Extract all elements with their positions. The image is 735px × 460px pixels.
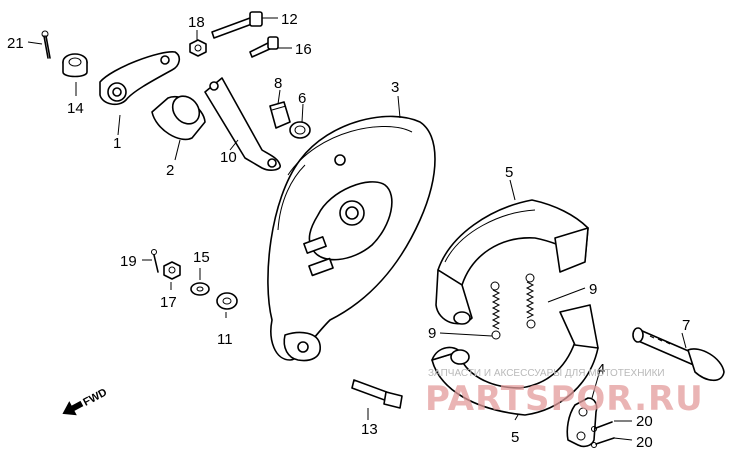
label-11: 11 — [217, 331, 233, 348]
label-20-upper: 20 — [636, 413, 653, 430]
label-18: 18 — [188, 14, 205, 31]
label-5-upper: 5 — [505, 164, 513, 181]
label-14: 14 — [67, 100, 84, 117]
label-3: 3 — [391, 79, 399, 96]
cotter-pin-21 — [41, 30, 51, 59]
part-number-labels: 1 2 3 4 5 5 6 7 8 9 9 10 11 12 13 14 15 … — [7, 11, 690, 451]
label-20-lower: 20 — [636, 434, 653, 451]
brake-link — [204, 77, 281, 171]
spring-left — [490, 281, 501, 340]
nut-17 — [163, 261, 181, 280]
seal-6 — [289, 121, 311, 139]
nut-11 — [216, 292, 238, 310]
forward-arrow-icon: FWD — [62, 386, 109, 416]
brake-shoe-lower — [431, 304, 599, 416]
label-7: 7 — [682, 317, 690, 334]
label-12: 12 — [281, 11, 298, 28]
anchor-plate — [566, 397, 598, 448]
brake-shoe-upper — [435, 199, 589, 325]
label-16: 16 — [295, 41, 312, 58]
label-2: 2 — [166, 162, 174, 179]
nut-18 — [189, 39, 207, 57]
label-1: 1 — [113, 135, 121, 152]
label-9-left: 9 — [428, 325, 436, 342]
label-4: 4 — [597, 361, 605, 378]
label-17: 17 — [160, 294, 177, 311]
leader-lines — [27, 17, 687, 441]
brake-cam — [632, 327, 725, 382]
spring-right — [525, 273, 536, 329]
label-13: 13 — [361, 421, 378, 438]
label-19: 19 — [120, 253, 137, 270]
bolt-16 — [249, 36, 279, 58]
bolt-13 — [351, 379, 403, 409]
label-15: 15 — [193, 249, 210, 266]
label-10: 10 — [220, 149, 237, 166]
bolt-12 — [211, 11, 263, 39]
label-5-lower: 5 — [511, 429, 519, 446]
watermark-brand: PARTSPOR.RU — [425, 379, 704, 419]
label-6: 6 — [298, 90, 306, 107]
washer-15 — [190, 282, 210, 296]
fwd-label: FWD — [81, 386, 109, 408]
watermark-tagline: ЗАПЧАСТИ И АКСЕССУАРЫ ДЛЯ МОТОТЕХНИКИ — [428, 368, 665, 379]
brake-panel — [267, 115, 436, 362]
screw-20-upper — [591, 421, 613, 432]
label-9-right: 9 — [589, 281, 597, 298]
felt-seal — [62, 53, 88, 78]
watermark: ЗАПЧАСТИ И АКСЕССУАРЫ ДЛЯ МОТОТЕХНИКИ PA… — [425, 368, 704, 419]
label-21: 21 — [7, 35, 24, 52]
pin-19 — [151, 249, 159, 273]
collar — [151, 95, 206, 141]
label-8: 8 — [274, 75, 282, 92]
screw-20-lower — [591, 437, 615, 448]
brake-arm — [99, 51, 181, 106]
wear-indicator-8 — [269, 101, 291, 129]
